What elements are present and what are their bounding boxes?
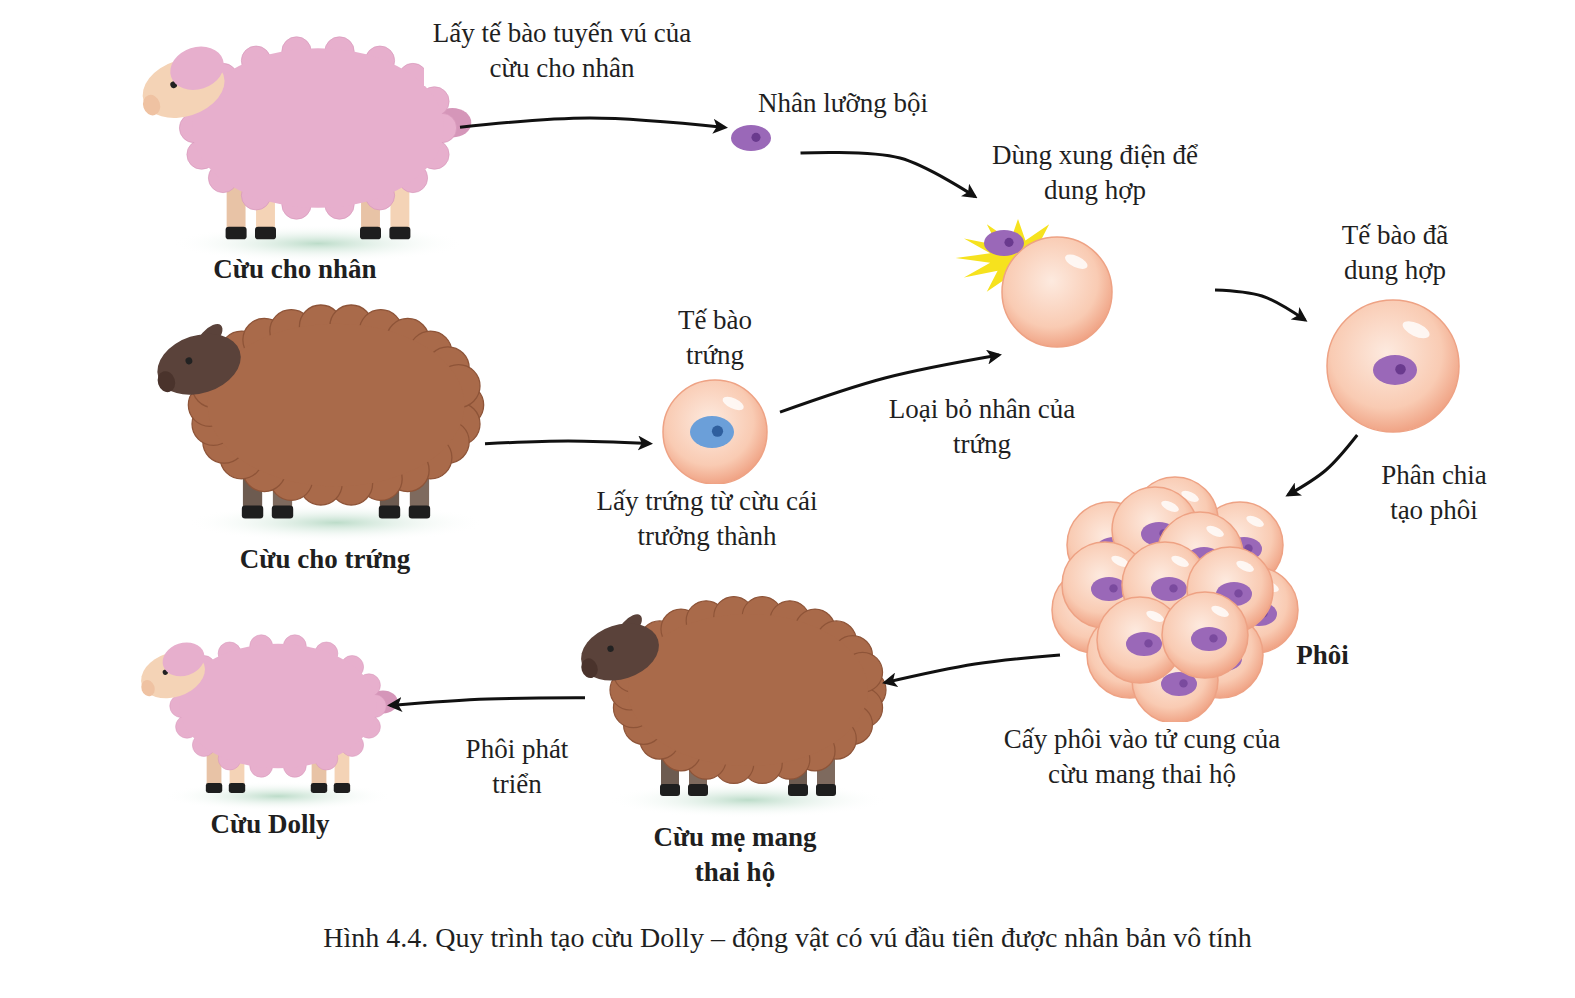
sheep-figure <box>131 635 397 811</box>
nucleus <box>1126 632 1162 656</box>
process-arrow <box>390 698 585 706</box>
node-label: Phôi <box>1285 638 1360 673</box>
process-arrow <box>801 152 975 196</box>
sheep-figure <box>145 305 486 542</box>
figure-node: Cừu mẹ mang thai hộ <box>585 585 885 890</box>
step-label: Phân chia tạo phôi <box>1361 458 1507 528</box>
figure-node: Tế bào đã dung hợp <box>1305 218 1485 435</box>
figure-node: Cừu Dolly <box>150 635 390 842</box>
sheep-figure <box>130 37 471 263</box>
step-label: Lấy trứng từ cừu cái trưởng thành <box>589 484 825 554</box>
figure-node: Cừu cho nhân <box>130 25 460 287</box>
nucleus <box>1151 577 1187 601</box>
node-label: Tế bào trứng <box>655 303 775 373</box>
figure-node: Dùng xung điện để dung hợp <box>975 138 1215 355</box>
step-label: Lấy tế bào tuyến vú của cừu cho nhân <box>424 16 700 86</box>
sheep-figure <box>569 597 888 818</box>
process-arrow <box>1215 290 1305 320</box>
figure-node: Cừu cho trứng <box>165 305 485 577</box>
cell <box>1002 237 1112 347</box>
cell <box>663 380 767 484</box>
node-label: Cừu cho trứng <box>175 542 475 577</box>
cell <box>1327 300 1459 432</box>
node-label: Cừu mẹ mang thai hộ <box>633 820 838 890</box>
cell <box>1162 592 1248 678</box>
nucleus <box>1191 627 1227 651</box>
node-label: Cừu cho nhân <box>145 252 445 287</box>
nucleus <box>1373 355 1417 385</box>
figure-node: Tế bào trứng <box>650 303 780 488</box>
nucleus <box>690 416 734 448</box>
process-arrow <box>460 118 725 128</box>
process-arrow <box>1288 435 1357 495</box>
nucleus <box>984 230 1024 256</box>
node-label: Dùng xung điện để dung hợp <box>981 138 1209 208</box>
node-label: Nhân lưỡng bội <box>725 86 961 121</box>
step-label: Loại bỏ nhân của trứng <box>885 392 1079 462</box>
node-label: Cừu Dolly <box>160 807 380 842</box>
nucleus <box>731 125 771 151</box>
process-arrow <box>485 441 650 444</box>
process-arrow <box>885 655 1060 683</box>
node-label: Tế bào đã dung hợp <box>1319 218 1471 288</box>
step-label: Phôi phát triển <box>444 732 590 802</box>
figure-node: Phôi <box>1060 495 1360 700</box>
figure-node: Nhân lưỡng bội <box>725 86 961 153</box>
figure-caption: Hình 4.4. Quy trình tạo cừu Dolly – động… <box>0 922 1575 954</box>
step-label: Cấy phôi vào tử cung của cừu mang thai h… <box>994 722 1290 792</box>
